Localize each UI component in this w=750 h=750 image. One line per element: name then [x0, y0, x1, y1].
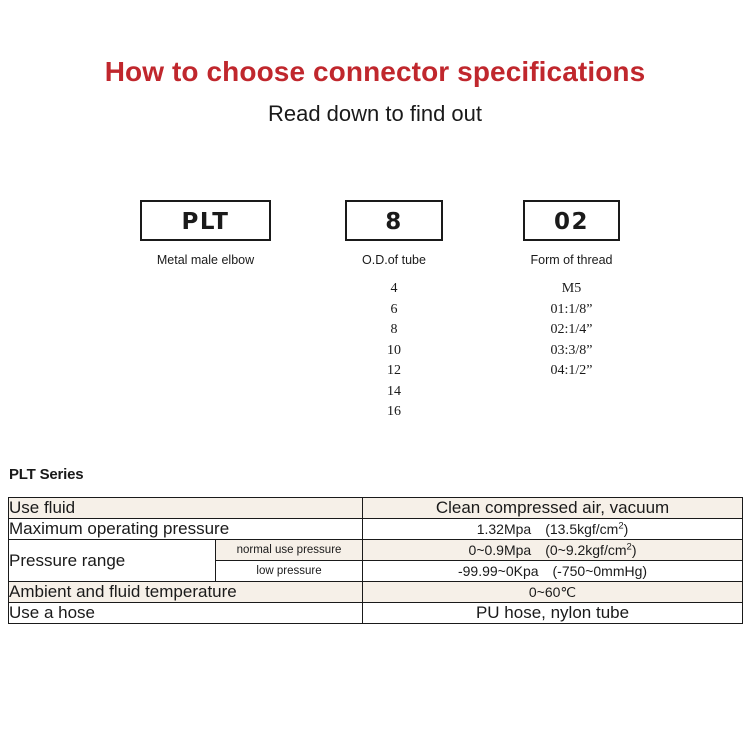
table-row: Pressure range normal use pressure 0~0.9… — [8, 539, 744, 582]
spec-value-ambient-fluid-temperature: 0~60℃ — [362, 581, 744, 603]
code-column-thread-form: 02 Form of thread M5 01:1/8” 02:1/4” 03:… — [523, 200, 620, 382]
page-title: How to choose connector specifications — [104, 56, 646, 87]
spec-table-heading: PLT Series — [9, 466, 84, 483]
option-item: M5 — [561, 281, 582, 296]
spec-label-ambient-fluid-temperature: Ambient and fluid temperature — [7, 581, 364, 603]
spec-value-use-fluid: Clean compressed air, vacuum — [362, 497, 744, 519]
code-box-tube-od: 8 — [345, 200, 443, 241]
spec-sublabel-normal-use-pressure: normal use pressure — [214, 539, 364, 561]
spec-table: Use fluid Clean compressed air, vacuum M… — [7, 497, 744, 624]
value-text: 0~0.9Mpa (0~9.2kgf/cm — [468, 542, 627, 558]
table-row: Use a hose PU hose, nylon tube — [7, 602, 744, 624]
value-superscript: 2 — [618, 520, 624, 532]
option-item: 02:1/4” — [550, 322, 593, 337]
spec-value-normal-use-pressure: 0~0.9Mpa (0~9.2kgf/cm2) — [362, 539, 744, 561]
code-column-tube-od: 8 O.D.of tube 4 6 8 10 12 14 16 — [345, 200, 443, 423]
code-breakdown-section: PLT Metal male elbow 8 O.D.of tube 4 6 8… — [0, 200, 750, 450]
option-item: 12 — [387, 363, 401, 378]
value-text-suffix: ) — [623, 521, 629, 537]
table-row: low pressure -99.99~0Kpa (-750~0mmHg) — [9, 560, 744, 582]
option-item: 10 — [387, 342, 401, 358]
code-options-tube-od: 4 6 8 10 12 14 16 — [345, 279, 443, 423]
spec-value-low-pressure: -99.99~0Kpa (-750~0mmHg) — [362, 560, 744, 582]
option-item: 8 — [390, 322, 398, 337]
page-subtitle: Read down to find out — [267, 101, 483, 126]
spec-label-max-operating-pressure: Maximum operating pressure — [7, 518, 364, 540]
spec-value-max-operating-pressure: 1.32Mpa (13.5kgf/cm2) — [362, 518, 744, 540]
spec-label-pressure-range: Pressure range — [8, 539, 216, 582]
option-item: 6 — [390, 301, 398, 317]
code-box-series: PLT — [140, 200, 271, 241]
table-row: Ambient and fluid temperature 0~60℃ — [7, 581, 744, 603]
spec-sublabel-low-pressure: low pressure — [214, 560, 364, 582]
value-text-suffix: ) — [631, 542, 637, 558]
code-options-thread-form: M5 01:1/8” 02:1/4” 03:3/8” 04:1/2” — [523, 279, 620, 382]
spec-label-use-fluid: Use fluid — [7, 497, 364, 519]
spec-value-use-a-hose: PU hose, nylon tube — [362, 602, 744, 624]
code-caption-tube-od: O.D.of tube — [362, 253, 426, 267]
option-item: 16 — [387, 404, 401, 419]
code-caption-series: Metal male elbow — [156, 253, 255, 267]
option-item: 04:1/2” — [550, 363, 593, 378]
option-item: 14 — [387, 383, 401, 399]
code-column-series: PLT Metal male elbow — [140, 200, 271, 267]
value-superscript: 2 — [626, 541, 632, 553]
option-item: 4 — [390, 281, 398, 296]
code-box-thread-form: 02 — [523, 200, 620, 241]
code-caption-thread-form: Form of thread — [530, 253, 613, 267]
table-row: Use fluid Clean compressed air, vacuum — [7, 497, 744, 519]
option-item: 03:3/8” — [550, 342, 593, 358]
value-text: 1.32Mpa (13.5kgf/cm — [476, 521, 619, 537]
option-item: 01:1/8” — [550, 301, 593, 317]
spec-label-use-a-hose: Use a hose — [7, 602, 364, 624]
table-row: Maximum operating pressure 1.32Mpa (13.5… — [7, 518, 744, 540]
